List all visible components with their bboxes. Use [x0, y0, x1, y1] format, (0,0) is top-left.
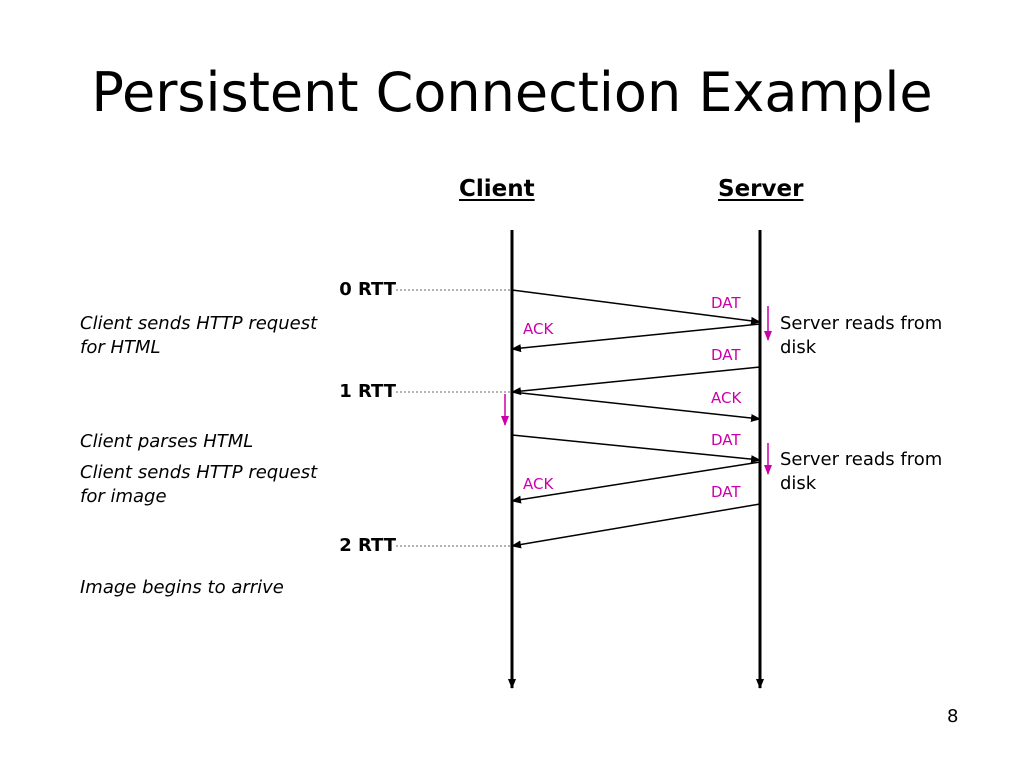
client-note-line: Client sends HTTP request — [80, 462, 318, 483]
rtt-label-2: 2 RTT — [339, 535, 396, 556]
client-note-line: Client sends HTTP request — [80, 313, 318, 334]
packet-label-ack: ACK — [711, 389, 742, 407]
server-note-line: disk — [780, 473, 817, 494]
msg-server-dat-1 — [511, 366, 761, 396]
server-note-reads-disk-1: Server reads from disk — [780, 312, 942, 360]
packet-label-dat: DAT — [711, 294, 741, 312]
msg-client-dat-1 — [511, 289, 761, 325]
slide-title: Persistent Connection Example — [91, 61, 933, 124]
packet-label-dat: DAT — [711, 346, 741, 364]
server-note-reads-disk-2: Server reads from disk — [780, 448, 942, 496]
client-note-parses-html: Client parses HTML — [80, 431, 254, 452]
client-note-request-html: Client sends HTTP request for HTML — [80, 312, 317, 360]
packet-label-dat: DAT — [711, 431, 741, 449]
server-note-line: Server reads from — [780, 449, 943, 470]
server-column-header: Server — [718, 176, 804, 202]
server-note-line: Server reads from — [780, 313, 943, 334]
msg-server-ack-2 — [511, 461, 761, 504]
rtt-label-0: 0 RTT — [339, 279, 396, 300]
msg-server-ack-1 — [511, 323, 761, 353]
packet-label-ack: ACK — [523, 320, 554, 338]
msg-client-ack-1 — [511, 391, 761, 423]
packet-label-dat: DAT — [711, 483, 741, 501]
server-note-line: disk — [780, 337, 817, 358]
packet-label-ack: ACK — [523, 475, 554, 493]
msg-client-dat-2 — [511, 434, 761, 464]
page-number: 8 — [947, 706, 959, 727]
client-note-line: for image — [80, 486, 167, 507]
msg-server-dat-2 — [511, 503, 761, 549]
client-note-line: for HTML — [80, 337, 161, 358]
rtt-label-1: 1 RTT — [339, 381, 396, 402]
client-column-header: Client — [459, 176, 535, 202]
client-note-image-arrives: Image begins to arrive — [80, 577, 284, 598]
client-note-request-image: Client sends HTTP request for image — [80, 461, 317, 509]
